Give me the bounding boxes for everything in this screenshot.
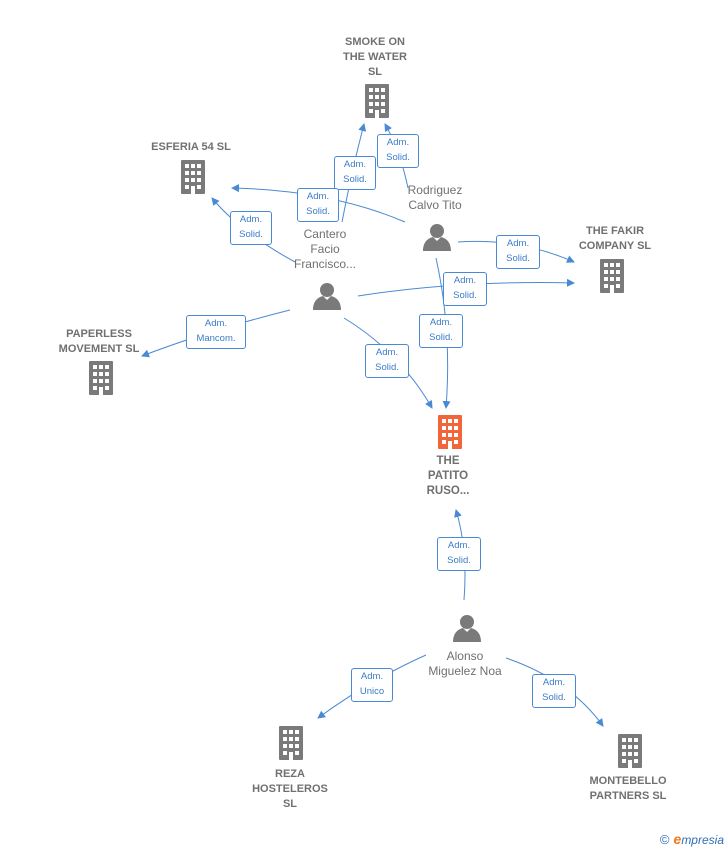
relation-label: Adm. Unico	[351, 668, 393, 702]
building-icon[interactable]	[279, 726, 303, 760]
copyright-icon: ©	[659, 831, 670, 847]
node-label-the-fakir-company[interactable]: THE FAKIR COMPANY SL	[578, 225, 652, 252]
relation-label: Adm. Solid.	[334, 156, 376, 190]
node-label-paperless-movement[interactable]: PAPERLESS MOVEMENT SL	[58, 328, 140, 355]
relation-label: Adm. Solid.	[437, 537, 481, 571]
node-label-cantero-facio-francisco[interactable]: Cantero Facio Francisco...	[293, 227, 356, 271]
node-label-reza-hosteleros[interactable]: REZA HOSTELEROS SL	[252, 768, 328, 810]
person-icon[interactable]	[423, 224, 451, 251]
relation-label: Adm. Solid.	[443, 272, 487, 306]
node-label-rodriguez-calvo-tito[interactable]: Rodriguez Calvo Tito	[407, 183, 463, 212]
node-label-montebello-partners[interactable]: MONTEBELLO PARTNERS SL	[589, 775, 667, 802]
relation-label: Adm. Solid.	[230, 211, 272, 245]
building-icon[interactable]	[181, 160, 205, 194]
brand-initial: e	[673, 831, 682, 847]
relation-label: Adm. Solid.	[532, 674, 576, 708]
relation-label: Adm. Solid.	[377, 134, 419, 168]
building-icon[interactable]	[438, 415, 462, 449]
relation-label: Adm. Mancom.	[186, 315, 246, 349]
node-label-esferia-54[interactable]: ESFERIA 54 SL	[151, 141, 231, 153]
relation-label: Adm. Solid.	[365, 344, 409, 378]
building-icon[interactable]	[600, 259, 624, 293]
building-icon[interactable]	[618, 734, 642, 768]
node-label-alonso-miguelez-noa[interactable]: Alonso Miguelez Noa	[428, 649, 502, 678]
relation-label: Adm. Solid.	[297, 188, 339, 222]
person-icon[interactable]	[453, 615, 481, 642]
person-icon[interactable]	[313, 283, 341, 310]
building-icon[interactable]	[365, 84, 389, 118]
node-label-the-patito-ruso[interactable]: THE PATITO RUSO...	[426, 455, 470, 497]
brand-name: mpresia	[681, 833, 724, 847]
building-icon[interactable]	[89, 361, 113, 395]
edges	[141, 123, 604, 727]
relation-label: Adm. Solid.	[496, 235, 540, 269]
brand-logo: © empresia	[660, 831, 724, 847]
relation-label: Adm. Solid.	[419, 314, 463, 348]
node-label-smoke-on-the-water[interactable]: SMOKE ON THE WATER SL	[343, 36, 407, 78]
